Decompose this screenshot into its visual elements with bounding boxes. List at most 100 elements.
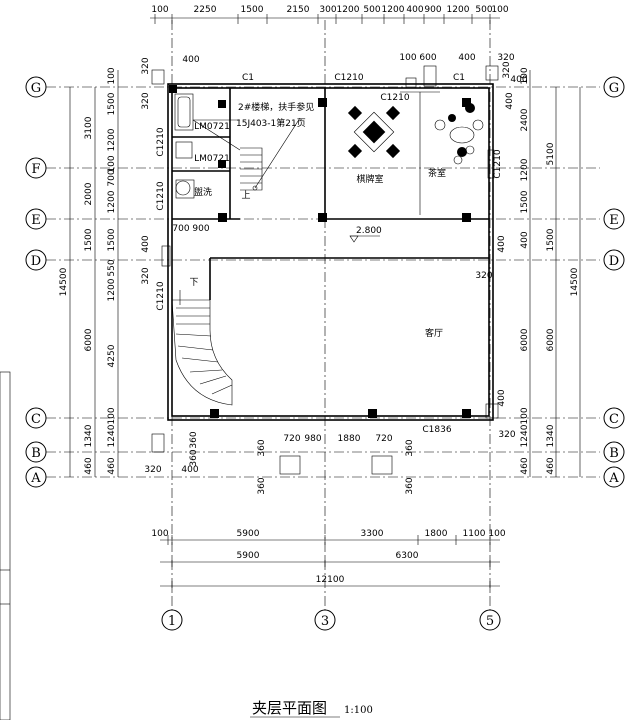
dim-top-12: 100 bbox=[491, 5, 508, 15]
dim-left-in-3: 700 bbox=[107, 169, 117, 186]
dim-right-mid-1: 1500 bbox=[546, 228, 556, 251]
chess-table-furniture bbox=[347, 105, 401, 159]
door-lm0721-1: LM0721 bbox=[194, 122, 230, 132]
dim-top-8: 400 bbox=[406, 5, 423, 15]
room-label-wash: 盥洗 bbox=[194, 186, 212, 198]
dim-misc-20: 400 bbox=[505, 92, 515, 109]
dim-left-mid-5: 460 bbox=[84, 457, 94, 474]
dim-misc-18: 400 bbox=[497, 389, 507, 406]
axis-label-e-left: E bbox=[31, 213, 41, 228]
dim-top-1: 2250 bbox=[194, 5, 217, 15]
dim-left-in-12: 460 bbox=[107, 457, 117, 474]
axis-label-g-left: G bbox=[31, 81, 41, 96]
dim-right-mid-0: 5100 bbox=[546, 142, 556, 165]
dim-right-in-5: 6000 bbox=[520, 328, 530, 351]
bottom-dimension-chains: 100 5900 3300 1800 1100 100 5900 6300 12… bbox=[151, 529, 506, 591]
dim-misc-16: 320 bbox=[144, 465, 161, 475]
dim-top-6: 500 bbox=[363, 5, 380, 15]
dim-right-in-6: 100 bbox=[520, 407, 530, 424]
axis-label-e-right: E bbox=[609, 213, 619, 228]
dim-right-mid-2: 6000 bbox=[546, 328, 556, 351]
axis-label-3: 3 bbox=[321, 614, 329, 629]
dim-left-in-8: 1200 bbox=[107, 278, 117, 301]
room-label-tea: 茶室 bbox=[428, 167, 446, 179]
dim-left-mid-3: 6000 bbox=[84, 328, 94, 351]
axis-label-d-right: D bbox=[609, 254, 619, 269]
axis-label-f-left: F bbox=[31, 162, 40, 177]
left-axis-markers: G F E D C B A bbox=[25, 76, 47, 488]
dim-left-in-7: 550 bbox=[107, 259, 117, 276]
dim-misc-0: 700 bbox=[172, 224, 189, 234]
dim-bottom1-1: 5900 bbox=[237, 529, 260, 539]
dim-top-9: 900 bbox=[424, 5, 441, 15]
dim-right-mid-3: 1340 bbox=[546, 424, 556, 447]
building-walls bbox=[151, 65, 499, 475]
dim-misc-10: 1880 bbox=[338, 434, 361, 444]
window-c1210-left3: C1210 bbox=[156, 281, 166, 310]
dim-bottom1-0: 100 bbox=[151, 529, 168, 539]
dim-misc-11: 720 bbox=[375, 434, 392, 444]
window-c1836: C1836 bbox=[422, 425, 451, 435]
axis-label-d-left: D bbox=[31, 254, 41, 269]
dim-bottom1-2: 3300 bbox=[361, 529, 384, 539]
stair-down-label: 下 bbox=[189, 278, 198, 288]
vertical-axis-lines bbox=[171, 20, 491, 610]
top-dimension-row: 100 2250 1500 2150 300 1200 500 1200 400… bbox=[150, 5, 509, 24]
title-block-fragment bbox=[0, 371, 11, 720]
dim-misc-12: 360 bbox=[257, 439, 267, 456]
dim-right-in-8: 460 bbox=[520, 457, 530, 474]
room-label-chess: 棋牌室 bbox=[356, 173, 383, 185]
dim-bottom1-4: 1100 bbox=[463, 529, 486, 539]
window-c1210-top: C1210 bbox=[334, 73, 363, 83]
dim-misc-5: 320 bbox=[475, 271, 492, 281]
dim-misc-9: 980 bbox=[304, 434, 321, 444]
dim-top2-2: 100 bbox=[399, 53, 416, 63]
window-c1210-left2: C1210 bbox=[156, 181, 166, 210]
left-dimension-chains: 14500 3100 2000 1500 6000 1340 460 100 1… bbox=[59, 67, 119, 477]
dim-bottom1-3: 1800 bbox=[425, 529, 448, 539]
dim-top-11: 500 bbox=[475, 5, 492, 15]
dim-misc-8: 720 bbox=[283, 434, 300, 444]
dim-misc-13: 360 bbox=[257, 477, 267, 494]
dim-top2-5: 320 bbox=[497, 53, 514, 63]
dim-left-in-9: 4250 bbox=[107, 344, 117, 367]
axis-label-5: 5 bbox=[486, 614, 494, 629]
dim-misc-7: 360 bbox=[189, 449, 199, 466]
axis-label-a-left: A bbox=[30, 471, 41, 486]
dim-misc-17: 400 bbox=[181, 465, 198, 475]
dim-right-in-2: 1200 bbox=[520, 158, 530, 181]
axis-label-c-left: C bbox=[31, 412, 41, 427]
axis-label-c-right: C bbox=[609, 412, 619, 427]
dim-misc-22: 400 bbox=[510, 75, 527, 85]
dim-top-0: 100 bbox=[151, 5, 168, 15]
dim-misc-2: 400 bbox=[141, 235, 151, 252]
dim-misc-19: 320 bbox=[498, 430, 515, 440]
level-text: 2.800 bbox=[356, 226, 382, 236]
dim-left-total: 14500 bbox=[59, 267, 69, 296]
right-axis-markers: G E D C B A bbox=[603, 76, 625, 488]
dim-right-in-1: 2400 bbox=[520, 108, 530, 131]
stair-note-line1: 2#楼梯，扶手参见 bbox=[238, 101, 314, 113]
window-c1-left: C1 bbox=[242, 73, 254, 83]
window-c1210-right: C1210 bbox=[493, 149, 503, 178]
dim-top2-4: 400 bbox=[458, 53, 475, 63]
dim-bottom2-0: 5900 bbox=[237, 551, 260, 561]
dim-left-in-11: 100 bbox=[107, 407, 117, 424]
dim-left-in-4: 100 bbox=[107, 155, 117, 172]
axis-label-g-right: G bbox=[609, 81, 619, 96]
dim-bottom1-5: 100 bbox=[488, 529, 505, 539]
stair-up-label: 上 bbox=[241, 190, 250, 201]
dim-left-mid-2: 1500 bbox=[84, 228, 94, 251]
window-c1-right: C1 bbox=[453, 73, 465, 83]
dim-misc-4: 400 bbox=[497, 235, 507, 252]
window-c1210-top2: C1210 bbox=[380, 93, 409, 103]
dim-left-in-0: 100 bbox=[107, 67, 117, 84]
dim-right-in-0: 100 bbox=[520, 67, 530, 84]
tea-table-furniture bbox=[434, 103, 484, 165]
axis-label-b-right: B bbox=[609, 446, 619, 461]
horizontal-axis-lines bbox=[46, 86, 600, 478]
dim-misc-23: 320 bbox=[502, 61, 512, 78]
dim-right-mid-4: 460 bbox=[546, 457, 556, 474]
dim-top2-0: 320 bbox=[141, 57, 151, 74]
